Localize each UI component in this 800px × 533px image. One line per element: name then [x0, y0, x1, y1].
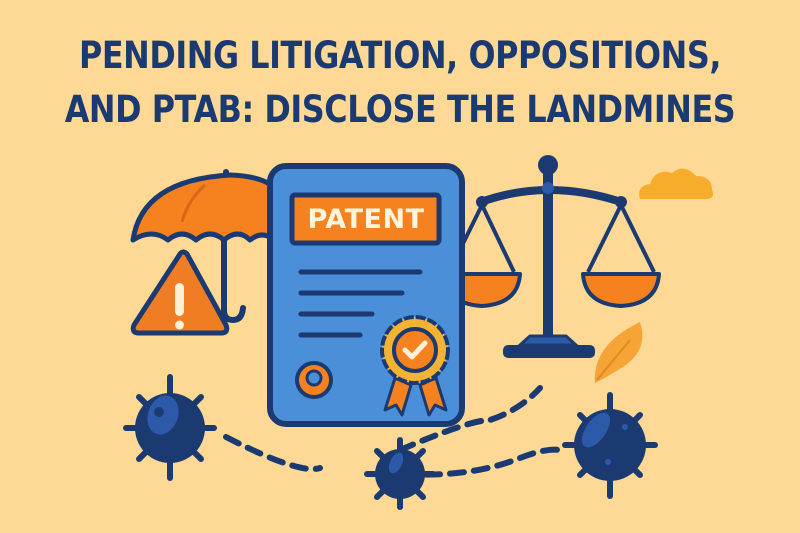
landmine-icon — [123, 374, 217, 481]
warning-triangle-icon — [130, 249, 230, 336]
cloud-icon — [639, 168, 714, 199]
scales-of-justice-icon — [442, 155, 661, 358]
patent-label: PATENT — [307, 203, 425, 235]
landmine-icon — [562, 392, 658, 499]
leaf-icon — [594, 322, 643, 383]
title-line-2: AND PTAB: DISCLOSE THE LANDMINES — [64, 88, 736, 131]
title-line-1: PENDING LITIGATION, OPPOSITIONS, — [78, 34, 722, 77]
patent-document-icon — [267, 163, 465, 427]
umbrella-icon — [130, 169, 278, 324]
landmine-icon — [364, 437, 436, 510]
award-ribbon-icon — [380, 315, 450, 417]
